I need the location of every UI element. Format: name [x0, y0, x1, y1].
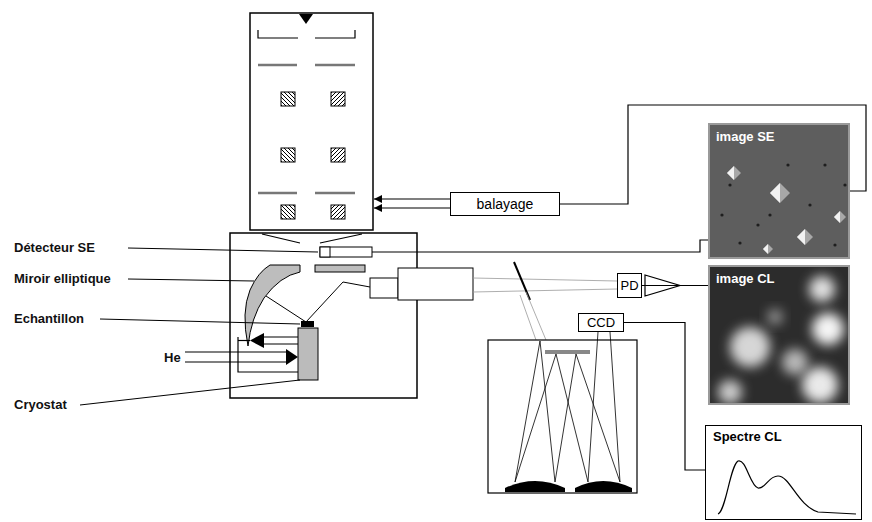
concave-mirror: [505, 481, 565, 492]
leader-line: [128, 248, 318, 252]
lens-coil: [281, 148, 295, 162]
luminescence-spot: [767, 309, 783, 325]
grating: [545, 350, 590, 354]
lens-coil: [331, 92, 345, 106]
signal-connector: [624, 323, 705, 471]
window-flange: [370, 278, 398, 298]
surface-pit: [756, 223, 759, 226]
luminescence-spot: [718, 380, 742, 403]
scan-arrow: [374, 207, 450, 208]
lens-coil: [331, 148, 345, 162]
electron-gun: [299, 14, 313, 24]
se-detector: [320, 247, 372, 257]
luminescence-spot: [802, 367, 838, 403]
scan-box: balayage: [450, 192, 560, 216]
luminescence-spot: [782, 349, 808, 375]
pyramid: [797, 229, 805, 245]
leader-line: [80, 380, 300, 405]
elliptical-mirror: [315, 265, 365, 272]
aperture: [258, 64, 355, 67]
luminescence-spot: [809, 276, 835, 302]
lens-coil: [281, 205, 295, 219]
sem-column: [250, 13, 373, 230]
vacuum-chamber: [230, 233, 417, 398]
part-label: Détecteur SE: [14, 240, 95, 255]
node-text: balayage: [477, 196, 534, 212]
aperture: [258, 192, 355, 195]
concave-mirror: [575, 481, 632, 492]
surface-pit: [833, 243, 836, 246]
helium-inlet: [286, 349, 298, 365]
spectrum-curve: [718, 461, 856, 514]
helium-outlet: [238, 337, 298, 372]
se-detector: [320, 247, 330, 257]
signal-connector: [642, 285, 708, 286]
signal-wire: [372, 240, 708, 252]
elliptical-mirror: [245, 265, 300, 346]
light-ray: [473, 278, 617, 292]
surface-pit: [786, 163, 789, 166]
micrograph: [710, 267, 848, 403]
helium-outlet: [238, 340, 250, 341]
surface-pit: [768, 213, 771, 216]
micrograph-ground: [710, 125, 848, 257]
surface-pit: [728, 183, 731, 186]
surface-pit: [808, 203, 811, 206]
leader-line: [128, 279, 254, 281]
luminescence-spot: [812, 313, 844, 345]
node-text: Spectre CL: [713, 429, 854, 444]
anode: [258, 30, 355, 38]
cl-image-panel: image CL: [708, 265, 850, 405]
se-image-panel: image SE: [708, 123, 850, 259]
node-text: image SE: [716, 129, 842, 144]
surface-pit: [738, 241, 741, 244]
spectrum-panel: Spectre CL: [705, 425, 862, 520]
pyramid: [763, 244, 773, 254]
pyramid: [797, 229, 813, 245]
light-ray: [520, 292, 546, 340]
node-text: PD: [620, 278, 638, 293]
helium-outlet: [250, 333, 264, 348]
cryostat-body: [298, 328, 318, 380]
lens-coil: [331, 205, 345, 219]
optical-tube: [398, 268, 473, 300]
pyramid: [770, 183, 780, 203]
part-label: Echantillon: [14, 311, 84, 326]
luminescence-spot: [730, 327, 770, 367]
pyramid: [763, 244, 768, 254]
flip-mirror: [514, 262, 530, 300]
pyramid: [727, 166, 741, 180]
spectrometer: [488, 340, 637, 493]
scan-arrow: [374, 198, 450, 199]
part-label: He: [164, 350, 181, 365]
pyramid: [727, 166, 734, 180]
light-ray: [515, 332, 620, 482]
leader-line: [100, 319, 300, 324]
lens-coil: [281, 92, 295, 106]
pyramid: [770, 183, 790, 203]
ccd-box: CCD: [578, 313, 624, 332]
node-text: image CL: [716, 271, 842, 286]
photodiode-box: PD: [617, 273, 642, 298]
pyramid: [834, 211, 846, 223]
helium-inlet: [185, 352, 288, 362]
node-text: CCD: [587, 315, 615, 330]
part-label: Miroir elliptique: [14, 271, 111, 286]
pyramid: [834, 211, 840, 223]
micrograph-ground: [710, 267, 848, 403]
sample: [301, 321, 314, 327]
micrograph: [710, 125, 848, 257]
pole-piece: [262, 234, 362, 243]
surface-pit: [823, 163, 826, 166]
part-label: Cryostat: [14, 397, 67, 412]
surface-pit: [843, 183, 846, 186]
surface-pit: [720, 213, 723, 216]
light-ray: [266, 282, 370, 322]
